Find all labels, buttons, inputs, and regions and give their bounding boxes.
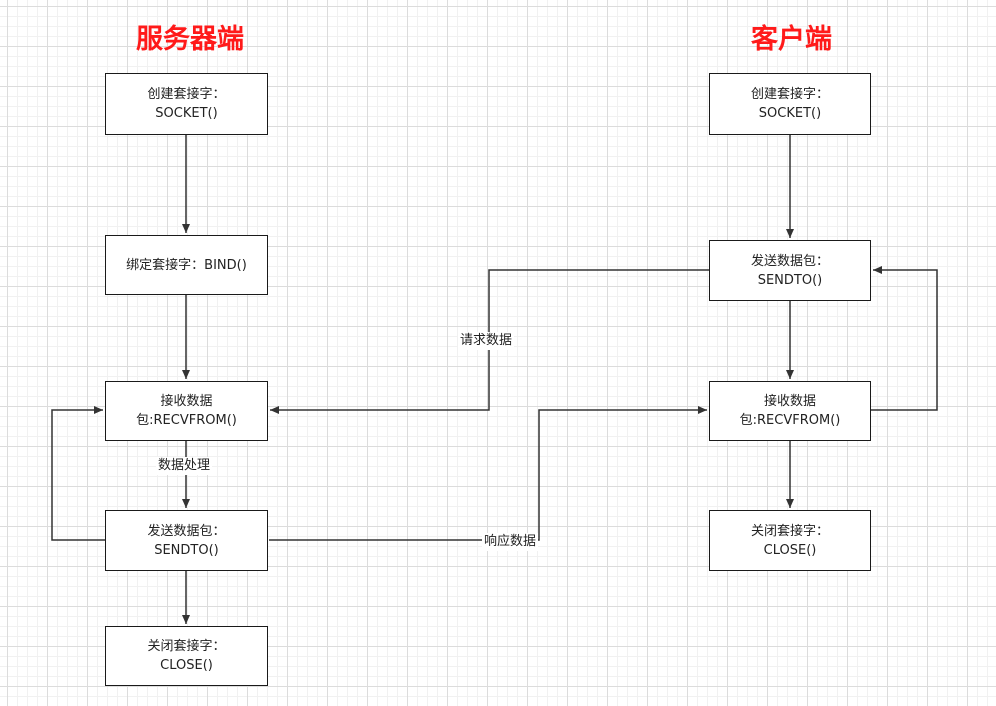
node-text-line1: 绑定套接字：BIND() — [126, 257, 247, 273]
node-text-line1: 创建套接字： — [147, 87, 226, 102]
client-close-node: 关闭套接字： CLOSE() — [709, 510, 871, 571]
node-text-line1: 接收数据 — [763, 394, 816, 409]
edge-server-send-loop-to-recv — [51, 406, 105, 541]
server-heading: 服务器端 — [136, 24, 244, 55]
node-text-line2: CLOSE() — [160, 658, 213, 673]
edge-label-response: 响应数据 — [482, 533, 539, 551]
node-text-line1: 发送数据包： — [147, 523, 226, 539]
node-text-line1: 接收数据 — [160, 394, 213, 409]
edge-client-recv-loop-to-send — [871, 266, 938, 411]
node-text-line1: 发送数据包： — [750, 253, 829, 269]
node-text-line1: 创建套接字： — [750, 87, 829, 102]
node-text-line2: SENDTO() — [154, 542, 219, 558]
edge-response-server-send-to-client-recv — [269, 406, 707, 541]
client-send-node: 发送数据包： SENDTO() — [709, 240, 871, 301]
server-send-node: 发送数据包： SENDTO() — [105, 510, 268, 571]
client-recv-node: 接收数据 包:RECVFROM() — [709, 381, 871, 441]
edge-label-request: 请求数据 — [458, 332, 515, 350]
node-text-line2: CLOSE() — [763, 542, 817, 558]
server-recv-node: 接收数据 包:RECVFROM() — [105, 381, 268, 441]
node-text-line2: SOCKET() — [758, 106, 822, 121]
node-text-line2: SOCKET() — [155, 106, 218, 121]
node-text-line2: 包:RECVFROM() — [739, 413, 841, 428]
client-create-socket-node: 创建套接字： SOCKET() — [709, 73, 871, 135]
node-text-line1: 关闭套接字： — [147, 639, 226, 654]
client-heading: 客户端 — [751, 24, 832, 55]
node-text-line1: 关闭套接字： — [750, 523, 829, 539]
node-text-line2: 包:RECVFROM() — [136, 413, 237, 428]
server-create-socket-node: 创建套接字： SOCKET() — [105, 73, 268, 135]
server-close-node: 关闭套接字： CLOSE() — [105, 626, 268, 686]
edge-label-processing: 数据处理 — [156, 457, 213, 475]
node-text-line2: SENDTO() — [757, 272, 823, 288]
server-bind-socket-node: 绑定套接字：BIND() — [105, 235, 268, 295]
